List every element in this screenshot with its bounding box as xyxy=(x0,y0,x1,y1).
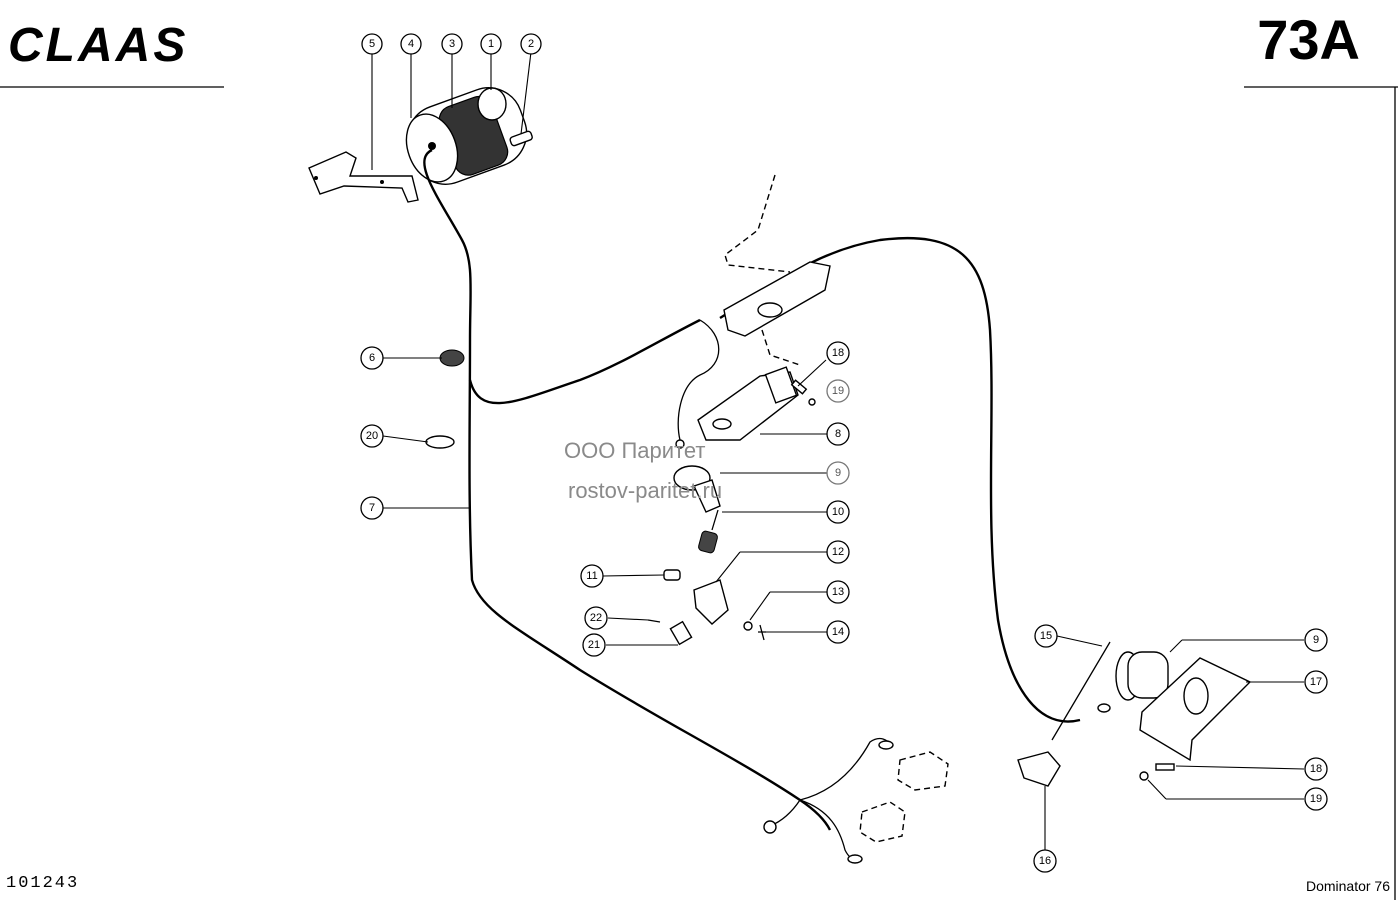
svg-text:15: 15 xyxy=(1040,630,1052,642)
brand-logo: CLAAS xyxy=(8,18,238,72)
svg-text:4: 4 xyxy=(408,38,414,50)
clip-21 xyxy=(669,620,693,646)
cable-harness-7 xyxy=(423,148,832,831)
svg-text:13: 13 xyxy=(832,586,844,598)
callout-22: 22 xyxy=(584,606,608,630)
svg-text:17: 17 xyxy=(1310,676,1322,688)
svg-text:16: 16 xyxy=(1039,855,1051,867)
svg-text:5: 5 xyxy=(369,38,375,50)
terminal-c xyxy=(847,854,863,864)
lens-12 xyxy=(693,579,729,625)
watermark-company: ООО Паритет xyxy=(564,438,706,463)
leader-lines xyxy=(371,51,1305,850)
svg-text:18: 18 xyxy=(1310,763,1322,775)
nut-13 xyxy=(743,621,753,631)
ring-terminal xyxy=(763,820,777,834)
wire-15 xyxy=(1051,641,1111,741)
svg-text:18: 18 xyxy=(832,347,844,359)
svg-text:11: 11 xyxy=(586,570,597,582)
callout-6: 6 xyxy=(360,346,384,370)
callout-2: 2 xyxy=(520,33,542,55)
callout-9-mid: 9 xyxy=(826,461,850,485)
svg-text:19: 19 xyxy=(1310,793,1322,805)
callout-18-upper: 18 xyxy=(826,341,850,365)
callout-19-upper: 19 xyxy=(826,379,850,403)
rivet-14 xyxy=(758,624,766,641)
cable-tie-20 xyxy=(425,435,455,449)
svg-text:1: 1 xyxy=(488,38,494,50)
bolt-18-upper xyxy=(790,379,808,395)
document-number: 101243 xyxy=(6,874,80,893)
washer-19-lower xyxy=(1139,771,1149,781)
rear-lamp-assembly xyxy=(405,87,528,185)
connector-outline-upper xyxy=(897,751,949,791)
page-number: 73A xyxy=(1257,8,1360,71)
callout-14: 14 xyxy=(826,620,850,644)
cable-end-a xyxy=(799,737,891,801)
callout-20: 20 xyxy=(360,424,384,448)
callout-19-lower: 19 xyxy=(1304,787,1328,811)
svg-text:10: 10 xyxy=(832,506,844,518)
callout-18-lower: 18 xyxy=(1304,757,1328,781)
callout-9-right: 9 xyxy=(1304,628,1328,652)
grommet-6 xyxy=(439,349,465,367)
callout-7: 7 xyxy=(360,496,384,520)
brand-logo-text: CLAAS xyxy=(8,19,189,72)
svg-text:9: 9 xyxy=(1313,634,1319,646)
connector-outline-lower xyxy=(859,801,906,843)
housing-17 xyxy=(1139,657,1252,762)
cable-right-loop xyxy=(719,236,1081,723)
svg-text:7: 7 xyxy=(369,502,375,514)
callout-4: 4 xyxy=(400,33,422,55)
callout-10: 10 xyxy=(826,500,850,524)
mount-outline xyxy=(724,174,801,366)
mounting-plate xyxy=(723,261,831,337)
cable-loop-lamp xyxy=(677,319,720,441)
svg-text:12: 12 xyxy=(832,546,844,558)
washer-19-upper xyxy=(808,398,816,406)
svg-text:2: 2 xyxy=(528,38,534,50)
bolt-18-lower xyxy=(1155,763,1175,771)
callout-11: 11 xyxy=(580,564,604,588)
lamp-bracket-8 xyxy=(697,366,799,441)
svg-text:3: 3 xyxy=(449,38,455,50)
callout-5: 5 xyxy=(361,33,383,55)
svg-text:8: 8 xyxy=(835,428,841,440)
callout-15: 15 xyxy=(1034,624,1058,648)
svg-text:6: 6 xyxy=(369,352,375,364)
screw-11 xyxy=(663,569,681,581)
bulb-10 xyxy=(698,509,719,554)
screw-22 xyxy=(647,619,661,623)
model-name: Dominator 76 xyxy=(1305,878,1390,894)
callout-8: 8 xyxy=(826,422,850,446)
cable-branch-upper xyxy=(468,318,701,405)
callout-16: 16 xyxy=(1033,849,1057,873)
callout-3: 3 xyxy=(441,33,463,55)
lamp-socket-9-right xyxy=(1115,651,1169,701)
svg-text:21: 21 xyxy=(588,639,600,651)
terminal-a xyxy=(878,740,894,750)
svg-text:19: 19 xyxy=(832,385,844,397)
callout-17: 17 xyxy=(1304,670,1328,694)
svg-text:14: 14 xyxy=(832,626,844,638)
cable-end-c xyxy=(799,799,856,860)
bulb-2 xyxy=(509,130,533,147)
callout-12: 12 xyxy=(826,540,850,564)
svg-text:20: 20 xyxy=(366,430,378,442)
bracket-16 xyxy=(1017,751,1061,787)
bracket-5 xyxy=(308,151,419,203)
callout-21: 21 xyxy=(582,633,606,657)
lamp-socket-9-mid xyxy=(673,439,721,513)
callout-1: 1 xyxy=(480,33,502,55)
watermark-url: rostov-paritet.ru xyxy=(568,478,723,503)
svg-text:9: 9 xyxy=(835,467,841,479)
svg-text:22: 22 xyxy=(590,612,602,624)
callout-13: 13 xyxy=(826,580,850,604)
